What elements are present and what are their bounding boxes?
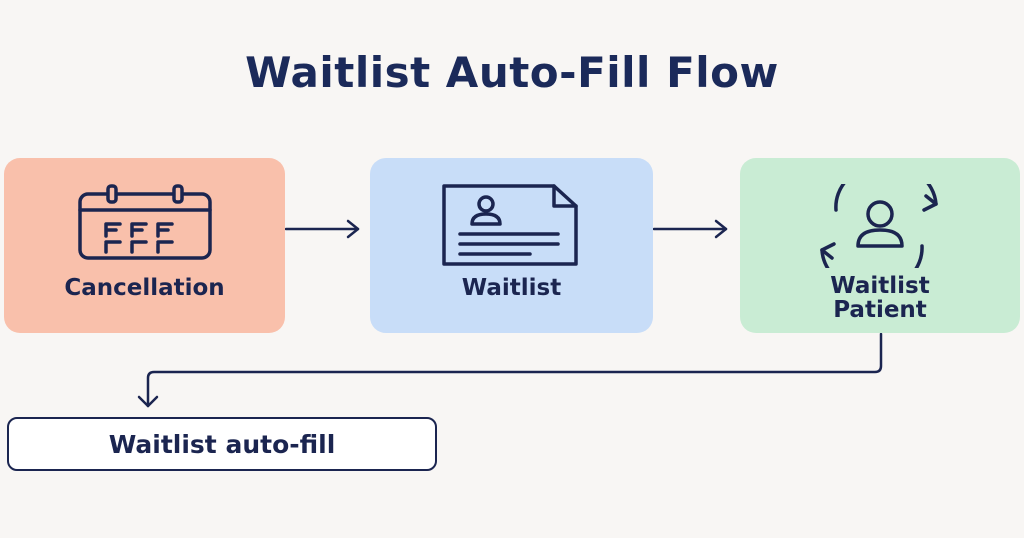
arrow-waitlist-to-patient bbox=[652, 219, 728, 239]
node-label: Waitlist Patient bbox=[830, 273, 930, 323]
diagram-title: Waitlist Auto-Fill Flow bbox=[245, 48, 779, 97]
person-cycle-icon bbox=[820, 184, 938, 268]
node-label: Waitlist bbox=[461, 275, 562, 301]
document-person-icon bbox=[442, 184, 578, 266]
node-waitlist-patient: Waitlist Patient bbox=[740, 158, 1020, 333]
calendar-icon bbox=[78, 184, 212, 260]
node-waitlist: Waitlist bbox=[370, 158, 653, 333]
arrow-cancellation-to-waitlist bbox=[284, 219, 360, 239]
node-label: Cancellation bbox=[64, 275, 225, 301]
node-waitlist-autofill: Waitlist auto-fill bbox=[7, 417, 437, 471]
result-label: Waitlist auto-fill bbox=[108, 429, 336, 459]
node-cancellation: Cancellation bbox=[4, 158, 285, 333]
arrow-patient-to-autofill bbox=[137, 332, 883, 408]
